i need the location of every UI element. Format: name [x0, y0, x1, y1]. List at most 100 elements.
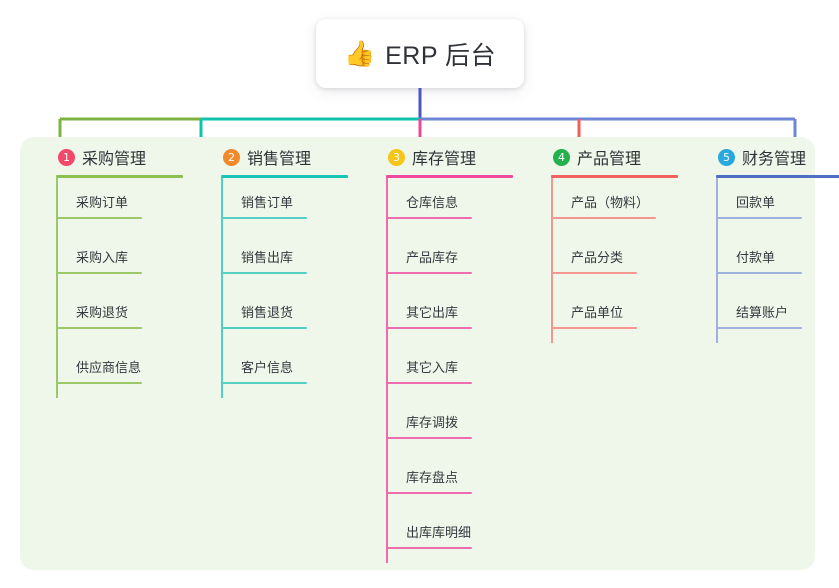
- leaf-stem: [221, 343, 223, 398]
- leaf-label: 产品库存: [406, 250, 459, 265]
- leaf-underline: [56, 382, 142, 384]
- leaf-underline: [56, 272, 142, 274]
- leaf-item[interactable]: 采购入库: [56, 233, 203, 288]
- leaf-underline: [716, 217, 802, 219]
- leaf-underline: [716, 327, 802, 329]
- leaf-list: 产品（物料） 产品分类产品单位: [551, 178, 698, 343]
- leaf-item[interactable]: 供应商信息: [56, 343, 203, 398]
- leaf-label: 采购入库: [76, 250, 129, 265]
- root-node-title: ERP 后台: [385, 41, 497, 70]
- leaf-item[interactable]: 回款单: [716, 178, 839, 233]
- leaf-list: 回款单付款单结算账户: [716, 178, 839, 343]
- leaf-item[interactable]: 付款单: [716, 233, 839, 288]
- column-underline: [551, 175, 678, 178]
- leaf-item[interactable]: 产品分类: [551, 233, 698, 288]
- leaf-stem: [386, 288, 388, 343]
- leaf-item[interactable]: 产品（物料）: [551, 178, 698, 233]
- leaf-label: 仓库信息: [406, 195, 459, 210]
- leaf-list: 采购订单采购入库采购退货供应商信息: [56, 178, 203, 398]
- column-underline: [56, 175, 183, 178]
- leaf-stem: [221, 288, 223, 343]
- column-title: 库存管理: [412, 151, 477, 168]
- column-header[interactable]: 4 产品管理: [533, 137, 698, 177]
- column-销售管理: 2 销售管理销售订单销售出库销售退货客户信息: [203, 137, 368, 398]
- leaf-label: 销售退货: [241, 305, 294, 320]
- root-node-card[interactable]: 👍 ERP 后台: [316, 19, 524, 88]
- leaf-label: 库存调拨: [406, 415, 459, 430]
- leaf-label: 产品分类: [571, 250, 624, 265]
- column-库存管理: 3 库存管理仓库信息产品库存其它出库其它入库库存调拨库存盘点出库库明细: [368, 137, 533, 563]
- leaf-list: 仓库信息产品库存其它出库其它入库库存调拨库存盘点出库库明细: [386, 178, 533, 563]
- leaf-underline: [221, 217, 307, 219]
- leaf-label: 其它入库: [406, 360, 459, 375]
- leaf-item[interactable]: 仓库信息: [386, 178, 533, 233]
- leaf-label: 销售订单: [241, 195, 294, 210]
- leaf-label: 结算账户: [736, 305, 789, 320]
- leaf-label: 供应商信息: [76, 360, 142, 375]
- leaf-underline: [56, 217, 142, 219]
- leaf-label: 产品（物料）: [571, 195, 650, 210]
- column-underline: [221, 175, 348, 178]
- leaf-stem: [56, 178, 58, 233]
- leaf-underline: [386, 382, 472, 384]
- leaf-stem: [386, 178, 388, 233]
- leaf-label: 回款单: [736, 195, 776, 210]
- leaf-item[interactable]: 采购退货: [56, 288, 203, 343]
- leaf-stem: [56, 233, 58, 288]
- leaf-stem: [551, 233, 553, 288]
- leaf-stem: [716, 233, 718, 288]
- leaf-stem: [221, 233, 223, 288]
- leaf-stem: [221, 178, 223, 233]
- leaf-item[interactable]: 销售订单: [221, 178, 368, 233]
- leaf-underline: [386, 272, 472, 274]
- column-header[interactable]: 3 库存管理: [368, 137, 533, 177]
- leaf-underline: [716, 272, 802, 274]
- thumbs-up-icon: 👍: [343, 40, 376, 68]
- column-number-badge: 3: [388, 148, 405, 166]
- leaf-label: 出库库明细: [406, 525, 472, 540]
- leaf-item[interactable]: 库存盘点: [386, 453, 533, 508]
- leaf-item[interactable]: 销售出库: [221, 233, 368, 288]
- leaf-underline: [551, 327, 637, 329]
- leaf-label: 库存盘点: [406, 470, 459, 485]
- leaf-underline: [386, 217, 472, 219]
- leaf-underline: [386, 492, 472, 494]
- leaf-item[interactable]: 结算账户: [716, 288, 839, 343]
- leaf-stem: [716, 288, 718, 343]
- leaf-underline: [221, 382, 307, 384]
- leaf-label: 付款单: [736, 250, 776, 265]
- column-underline: [716, 175, 839, 178]
- leaf-label: 客户信息: [241, 360, 294, 375]
- leaf-stem: [386, 343, 388, 398]
- column-number-badge: 5: [718, 148, 735, 166]
- leaf-item[interactable]: 出库库明细: [386, 508, 533, 563]
- leaf-item[interactable]: 库存调拨: [386, 398, 533, 453]
- column-title: 销售管理: [247, 151, 312, 168]
- leaf-label: 采购订单: [76, 195, 129, 210]
- column-title: 产品管理: [577, 151, 642, 168]
- leaf-stem: [386, 508, 388, 563]
- leaf-item[interactable]: 产品单位: [551, 288, 698, 343]
- leaf-item[interactable]: 采购订单: [56, 178, 203, 233]
- column-title: 采购管理: [82, 151, 147, 168]
- leaf-underline: [551, 272, 637, 274]
- leaf-underline: [386, 327, 472, 329]
- leaf-stem: [716, 178, 718, 233]
- leaf-label: 产品单位: [571, 305, 624, 320]
- leaf-item[interactable]: 产品库存: [386, 233, 533, 288]
- column-header[interactable]: 2 销售管理: [203, 137, 368, 177]
- column-产品管理: 4 产品管理产品（物料） 产品分类产品单位: [533, 137, 698, 343]
- column-number-badge: 2: [223, 148, 240, 166]
- leaf-item[interactable]: 销售退货: [221, 288, 368, 343]
- leaf-underline: [56, 327, 142, 329]
- leaf-item[interactable]: 客户信息: [221, 343, 368, 398]
- leaf-item[interactable]: 其它出库: [386, 288, 533, 343]
- column-number-badge: 4: [553, 148, 570, 166]
- leaf-underline: [221, 272, 307, 274]
- leaf-item[interactable]: 其它入库: [386, 343, 533, 398]
